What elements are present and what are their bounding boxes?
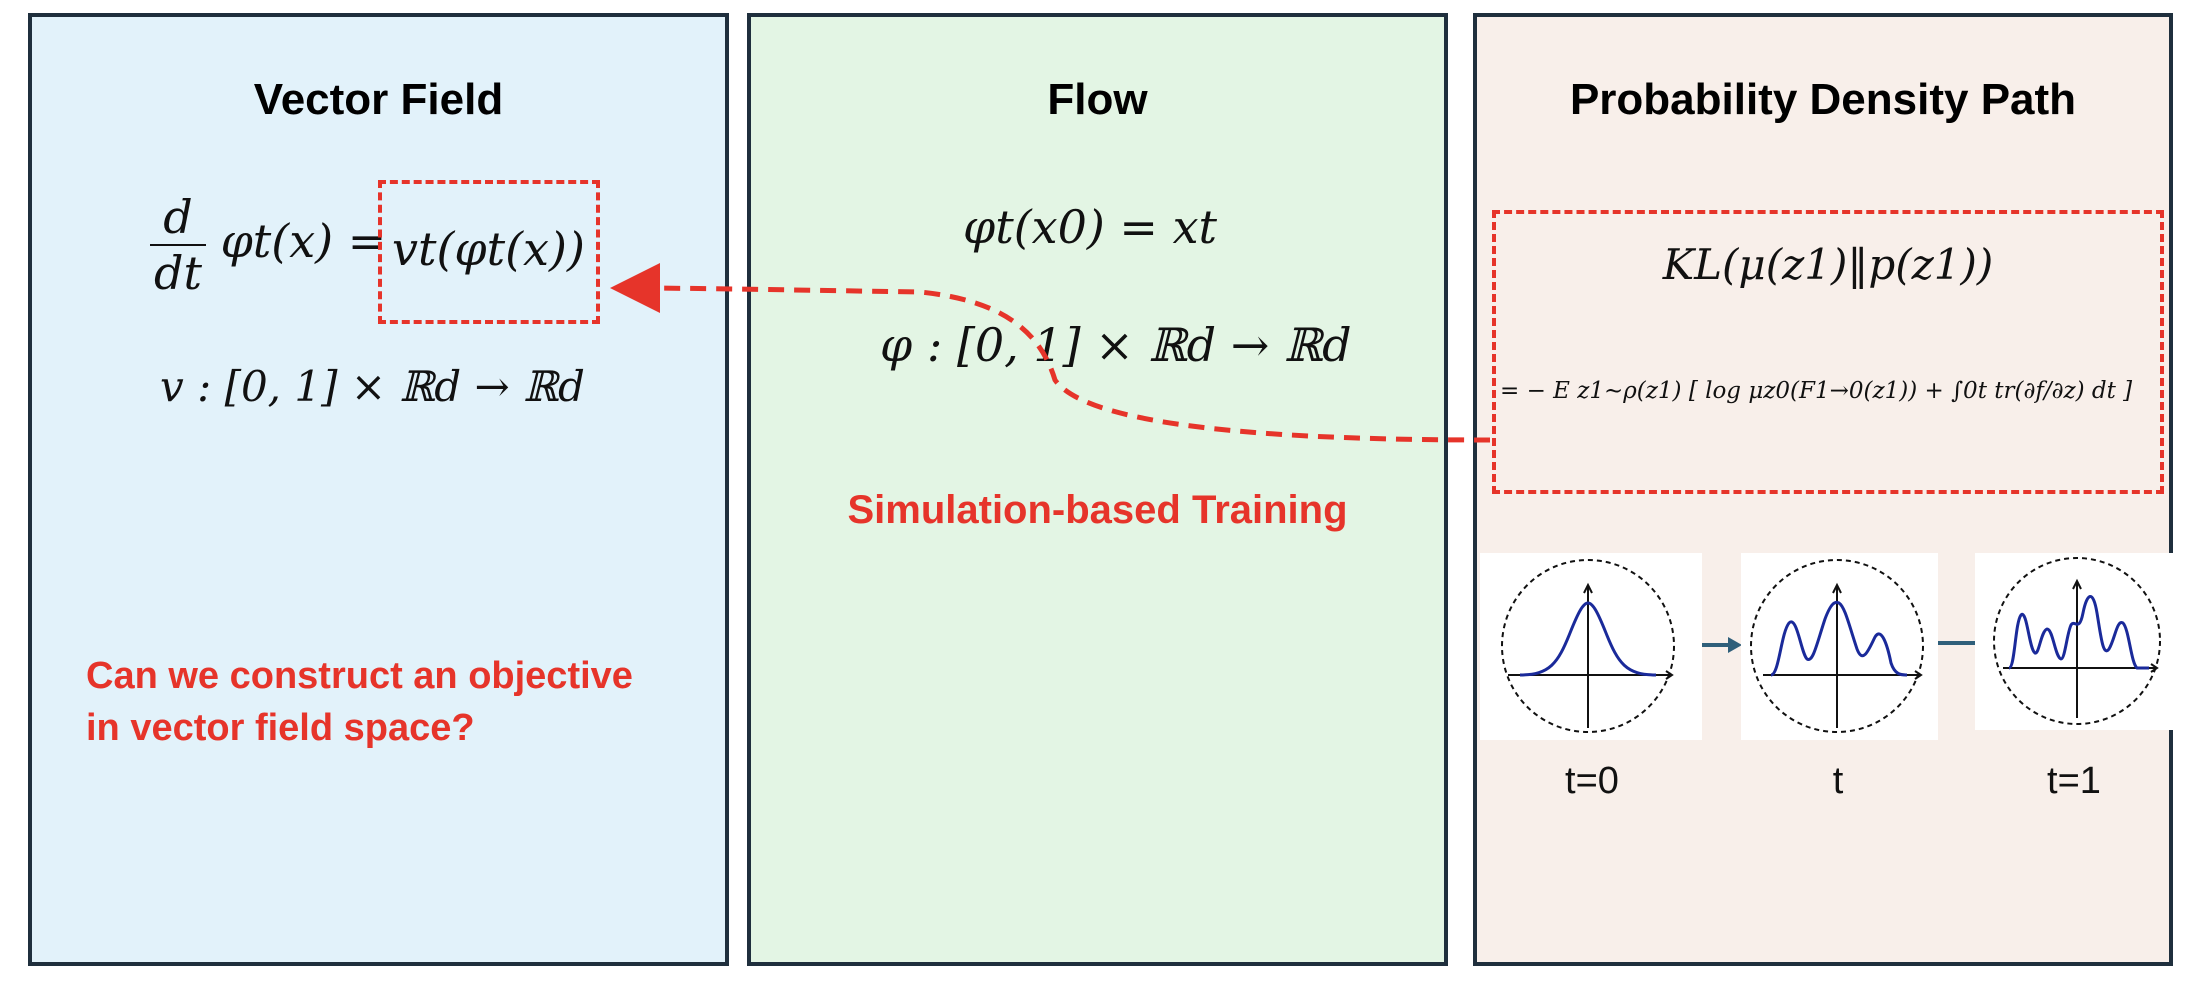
- vector-field-panel: Vector Field: [28, 13, 729, 966]
- time-label-t1: t=1: [2047, 760, 2101, 802]
- time-label-t: t: [1832, 760, 1844, 802]
- vector-field-rhs: vt(φt(x)): [392, 222, 585, 276]
- derivative-numerator: d: [150, 190, 206, 246]
- vector-field-domain-equation: v : [0, 1] × ℝd → ℝd: [160, 362, 585, 411]
- probability-density-path-panel: Probability Density Path: [1473, 13, 2173, 966]
- kl-expansion-equation: = − E z1∼ρ(z1) [ log μz0(F1→0(z1)) + ∫0t…: [1500, 378, 2133, 404]
- density-snapshot-t0: [1480, 553, 1702, 740]
- connector-arrow-path: [610, 263, 1491, 443]
- flow-title: Flow: [1047, 75, 1148, 124]
- vector-field-highlight-box: [378, 180, 600, 324]
- vector-field-ode-equation: d dt φt(x) =: [150, 190, 386, 300]
- kl-divergence-equation: KL(μ(z1)‖p(z1)): [1662, 240, 1994, 289]
- probability-density-path-title: Probability Density Path: [1569, 75, 2077, 124]
- derivative-denominator: dt: [154, 246, 202, 300]
- density-plot-t1: [1993, 557, 2161, 725]
- density-plot-t: [1750, 559, 1924, 733]
- flow-map-equation: φt(x0) = xt: [963, 200, 1218, 254]
- objective-question-line2: in vector field space?: [86, 707, 475, 749]
- flow-domain-equation: φ : [0, 1] × ℝd → ℝd: [880, 318, 1352, 372]
- kl-objective-box: [1492, 210, 2164, 494]
- derivative-fraction: d dt: [150, 190, 206, 300]
- simulation-training-label: Simulation-based Training: [847, 488, 1348, 532]
- flow-panel: Flow: [747, 13, 1448, 966]
- density-snapshot-t1: [1975, 553, 2173, 730]
- density-plot-t0: [1501, 559, 1675, 733]
- ode-lhs-text: φt(x) =: [220, 214, 387, 268]
- objective-question-line1: Can we construct an objective: [86, 655, 633, 697]
- time-label-t0: t=0: [1565, 760, 1619, 802]
- dist-arrowhead-1: [1728, 637, 1742, 653]
- density-snapshot-t: [1741, 553, 1938, 740]
- vector-field-title: Vector Field: [253, 75, 504, 124]
- objective-question: Can we construct an objective in vector …: [86, 650, 633, 754]
